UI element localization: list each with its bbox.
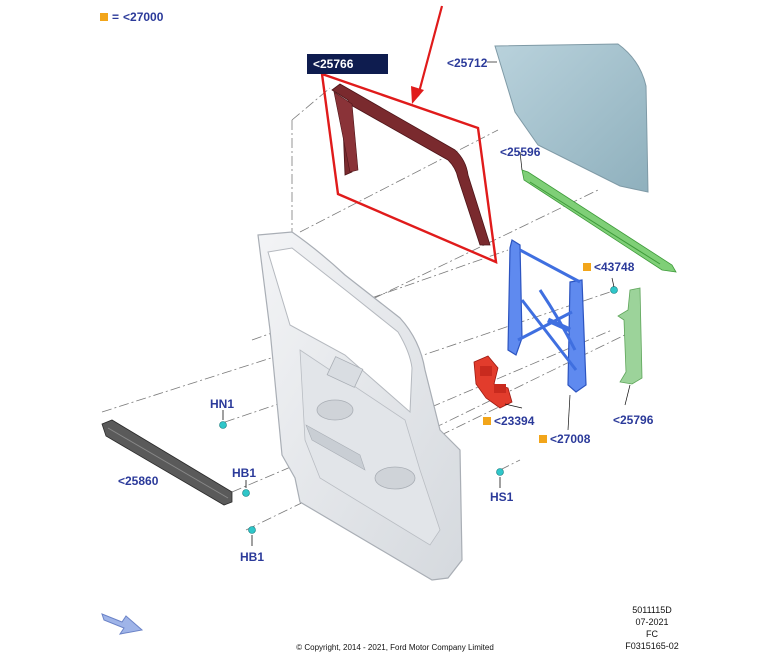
- label-hs1: HS1: [490, 490, 514, 504]
- label-43748: <43748: [594, 260, 635, 274]
- orientation-arrow-icon: [101, 613, 144, 635]
- copyright-text: © Copyright, 2014 - 2021, Ford Motor Com…: [296, 643, 494, 652]
- fastener-hn1: [219, 410, 227, 429]
- docref-line1: 5011115D: [632, 605, 672, 615]
- document-reference: 5011115D 07-2021 FC F0315165-02: [612, 604, 692, 652]
- legend-marker-27008: [539, 435, 547, 443]
- legend-marker-23394: [483, 417, 491, 425]
- highlight-box: [320, 72, 498, 264]
- rear-guide-25796: [617, 287, 643, 385]
- legend-marker-43748: [583, 263, 591, 271]
- fastener-hb1-lower: [248, 526, 256, 546]
- red-arrow: [411, 5, 444, 104]
- glass-channel-25596: [521, 169, 677, 273]
- legend-marker: [100, 13, 108, 21]
- label-27008: <27008: [550, 432, 591, 446]
- window-regulator-27008: [507, 239, 587, 393]
- label-25712: <25712: [447, 56, 488, 70]
- weatherstrip-25860: [101, 419, 233, 506]
- docref-line2: 07-2021: [635, 617, 669, 627]
- docref-line4: F0315165-02: [625, 641, 679, 651]
- fastener-hs1: [496, 468, 504, 488]
- label-pointers: [487, 61, 631, 431]
- door-glass-25712: [494, 43, 649, 193]
- fastener-43748: [610, 286, 618, 294]
- label-23394: <23394: [494, 414, 535, 428]
- legend: = <27000: [100, 10, 163, 24]
- legend-text: <27000: [123, 10, 164, 24]
- label-hn1: HN1: [210, 397, 234, 411]
- fastener-hb1-upper: [242, 480, 250, 497]
- highlight-tag-25766: <25766: [307, 54, 388, 74]
- docref-line3: FC: [646, 629, 658, 639]
- label-25860: <25860: [118, 474, 159, 488]
- label-25596: <25596: [500, 145, 541, 159]
- legend-equals: =: [112, 10, 120, 24]
- label-hb1-upper: HB1: [232, 466, 256, 480]
- door-inner-panel: [257, 231, 463, 581]
- regulator-motor-23394: [473, 355, 513, 409]
- glass-run-channel-25766: [331, 83, 491, 246]
- label-25796: <25796: [613, 413, 654, 427]
- label-hb1-lower: HB1: [240, 550, 264, 564]
